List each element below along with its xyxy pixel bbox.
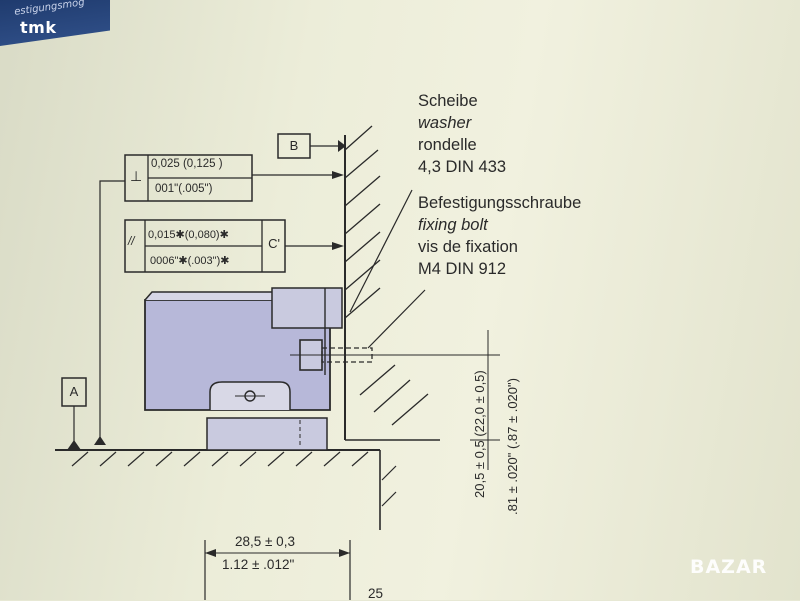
washer-spec: 4,3 DIN 433 — [418, 158, 507, 176]
bolt-spec: M4 DIN 912 — [418, 260, 507, 278]
height-dimension-metric: 20,5 ± 0,5 (22,0 ± 0,5) — [472, 370, 487, 498]
tolerance-2-imperial: 0006"✱(.003")✱ — [150, 255, 230, 267]
sensor-body — [144, 287, 343, 451]
washer-label-en: washer — [418, 114, 472, 132]
tolerance-1-metric: 0,025 (0,125 ) — [151, 158, 223, 170]
height-dimension-line — [470, 330, 500, 470]
fixing-bolt-shape — [290, 339, 500, 371]
tolerance-1-imperial: 001"(.005") — [155, 183, 213, 195]
datum-b-frame — [277, 133, 346, 159]
datum-a-frame — [61, 377, 87, 450]
mounting-wall — [344, 125, 429, 440]
width-dimension-metric: 28,5 ± 0,3 — [235, 534, 295, 549]
ground-line — [55, 439, 440, 530]
parallelism-symbol: // — [128, 236, 135, 248]
bolt-label-de: Befestigungsschraube — [418, 194, 582, 212]
washer-label-fr: rondelle — [418, 136, 477, 154]
tolerance-frame-1 — [94, 154, 344, 445]
tolerance-frame-2 — [124, 219, 344, 273]
bolt-label-en: fixing bolt — [418, 216, 488, 234]
perpendicularity-symbol: ⊥ — [130, 168, 143, 184]
watermark-bottom-right: BAZAR — [690, 556, 768, 578]
tolerance-2-metric: 0,015✱(0,080)✱ — [148, 229, 229, 241]
height-dimension-imperial: .81 ± .020" (.87 ± .020") — [505, 378, 520, 515]
datum-c-label: C' — [268, 236, 280, 251]
width-dimension-line — [204, 540, 351, 600]
datum-b-label: B — [289, 138, 299, 153]
callout-leaders — [349, 189, 426, 349]
washer-label-de: Scheibe — [418, 92, 478, 110]
cut-off-dimension: 25 — [368, 586, 384, 601]
watermark-top-left: tmk — [20, 18, 57, 37]
datum-a-label: A — [69, 384, 79, 399]
width-dimension-imperial: 1.12 ± .012" — [222, 557, 295, 572]
bolt-label-fr: vis de fixation — [418, 238, 518, 256]
